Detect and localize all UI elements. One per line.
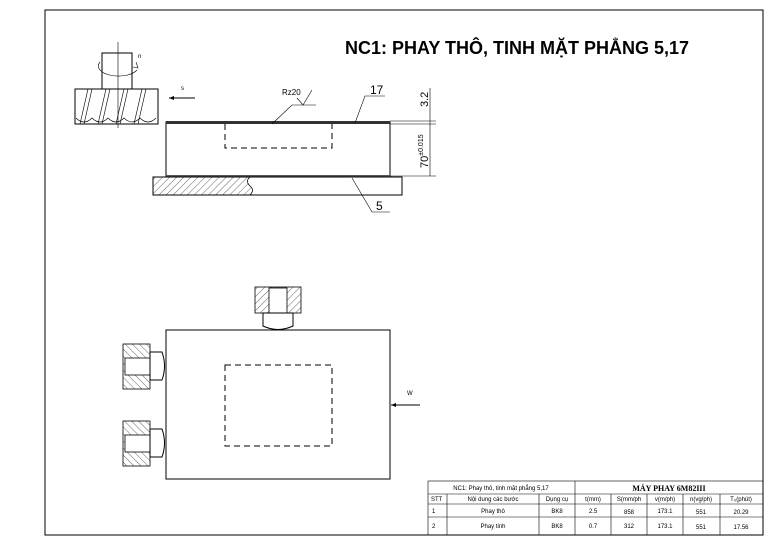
operation-table: NC1: Phay thô, tinh mặt phẳng 5,17 MÁY P… [427,480,764,536]
page-title: NC1: PHAY THÔ, TINH MẶT PHẲNG 5,17 [345,37,689,58]
milling-cutter: n [74,42,159,128]
cell-rpm: 551 [696,510,707,516]
surface-5-label: 5 [376,199,383,213]
dim-height-label: 70±0.015 [418,134,431,168]
cell-feed: 312 [624,524,635,530]
dimensions: 3.2 70±0.015 [390,88,436,177]
side-clamp-upper [122,343,165,390]
table-row: 1 Phay thô BK8 2.5 858 173.1 551 20.29 [432,509,749,516]
clamping-force-label: W [407,391,413,397]
cell-speed: 173.1 [657,509,673,515]
header-rpm: n(vg/ph) [690,497,712,503]
spindle-rotation-label: n [138,54,141,60]
cell-feed: 858 [624,510,635,516]
table-row: 2 Phay tinh BK8 0.7 312 173.1 551 17.56 [432,524,749,531]
roughness-label: Rz20 [282,88,301,97]
cell-content: Phay thô [481,509,505,515]
dim-layer-label: 3.2 [419,92,431,107]
header-tool: Dụng cụ [546,497,568,503]
header-stt: STT [431,497,443,503]
machine-title: MÁY PHAY 6M82III [632,483,705,493]
header-depth: t(mm) [585,497,601,503]
surface-5-leader: 5 [351,177,390,213]
workpiece-front-view [152,121,403,196]
header-speed: v(m/ph) [655,497,675,503]
cell-tool: BK8 [551,524,563,530]
drawing-frame [44,9,764,536]
roughness-symbol: Rz20 [271,88,316,125]
surface-17-label: 17 [370,83,384,97]
workpiece-top-view [165,329,391,480]
cell-time: 17.56 [733,525,749,531]
cell-stt: 2 [432,524,436,530]
clamping-force-arrow: W [391,391,420,407]
cell-stt: 1 [432,509,436,515]
header-feed: S(mm/ph [617,497,641,503]
cell-content: Phay tinh [480,524,505,530]
side-clamp-lower [122,420,165,467]
cell-time: 20.29 [733,510,749,516]
header-time: T₀(phút) [730,497,752,503]
cell-depth: 2.5 [589,509,598,515]
surface-17-leader: 17 [354,83,385,124]
top-clamp [254,286,302,330]
operation-title: NC1: Phay thô, tinh mặt phẳng 5,17 [453,485,549,492]
cell-depth: 0.7 [589,524,598,530]
feed-arrow: s [169,86,195,100]
cell-speed: 173.1 [657,524,673,530]
feed-label: s [181,86,184,92]
cell-rpm: 551 [696,525,707,531]
cell-tool: BK8 [551,509,563,515]
header-content: Nội dung các bước [468,497,519,503]
